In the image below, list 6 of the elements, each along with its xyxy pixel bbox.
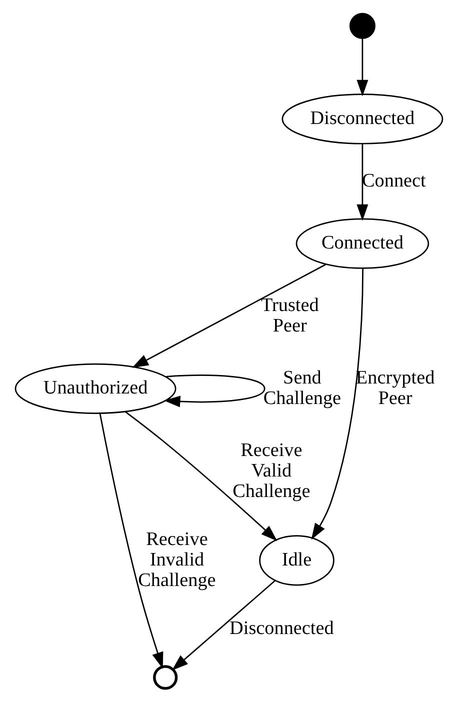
- edge-label: Trusted Peer: [260, 294, 318, 336]
- edge-label: Receive Valid Challenge: [232, 440, 310, 502]
- edge-label: Receive Invalid Challenge: [138, 528, 216, 592]
- edge-label: Send Challenge: [262, 367, 341, 409]
- edge-label: Connect: [362, 170, 426, 192]
- edge-label: Disconnected: [229, 618, 334, 639]
